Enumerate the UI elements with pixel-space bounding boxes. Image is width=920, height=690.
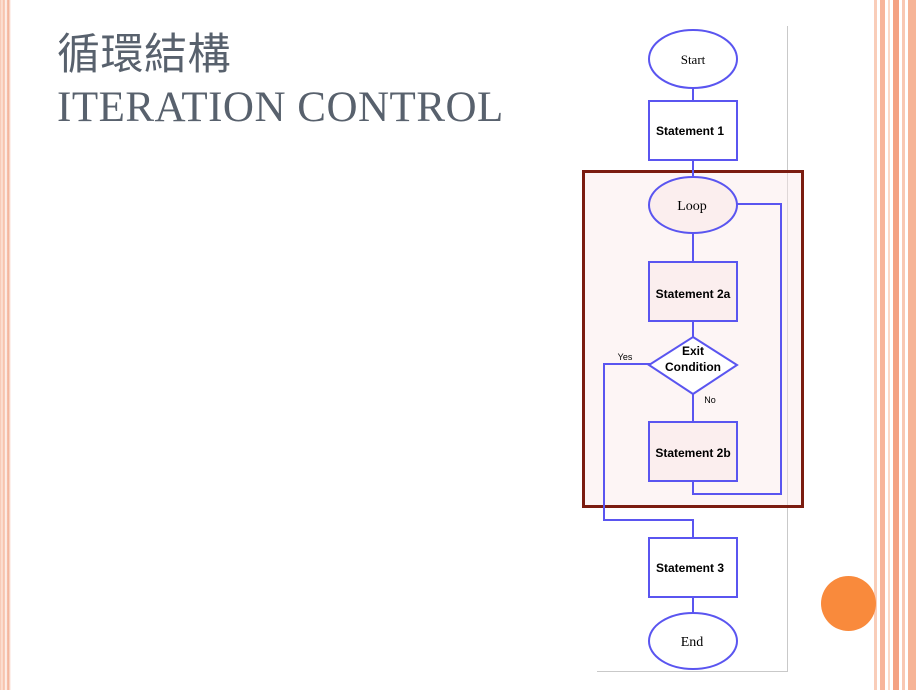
yes-label: Yes [618, 352, 633, 362]
statement1-box [648, 100, 738, 161]
statement2a-label: Statement 2a [656, 287, 731, 301]
loop-terminal [648, 176, 738, 234]
exit-condition-diamond [647, 335, 739, 396]
accent-dot [821, 576, 876, 631]
no-label: No [704, 395, 716, 405]
end-terminal [648, 612, 738, 670]
start-label: Start [681, 52, 706, 67]
left-border-decoration [0, 0, 11, 690]
statement3-label: Statement 3 [656, 561, 724, 575]
statement3-box [648, 537, 738, 598]
statement2a-box [648, 261, 738, 322]
start-terminal [648, 29, 738, 89]
title-english: ITERATION CONTROL [57, 84, 504, 131]
connector-exit-yes [603, 363, 694, 537]
statement2b-label: Statement 2b [655, 446, 730, 460]
loop-label: Loop [677, 199, 707, 214]
exit-label-line2: Condition [665, 360, 721, 374]
slide-title: 循環結構 ITERATION CONTROL [57, 30, 504, 134]
title-chinese: 循環結構 [57, 32, 231, 79]
right-border-decoration [874, 0, 920, 690]
statement1-label: Statement 1 [656, 124, 724, 138]
exit-label-line1: Exit [682, 344, 704, 358]
end-label: End [681, 635, 704, 650]
connector-loop-back [692, 203, 782, 495]
statement2b-box [648, 421, 738, 482]
